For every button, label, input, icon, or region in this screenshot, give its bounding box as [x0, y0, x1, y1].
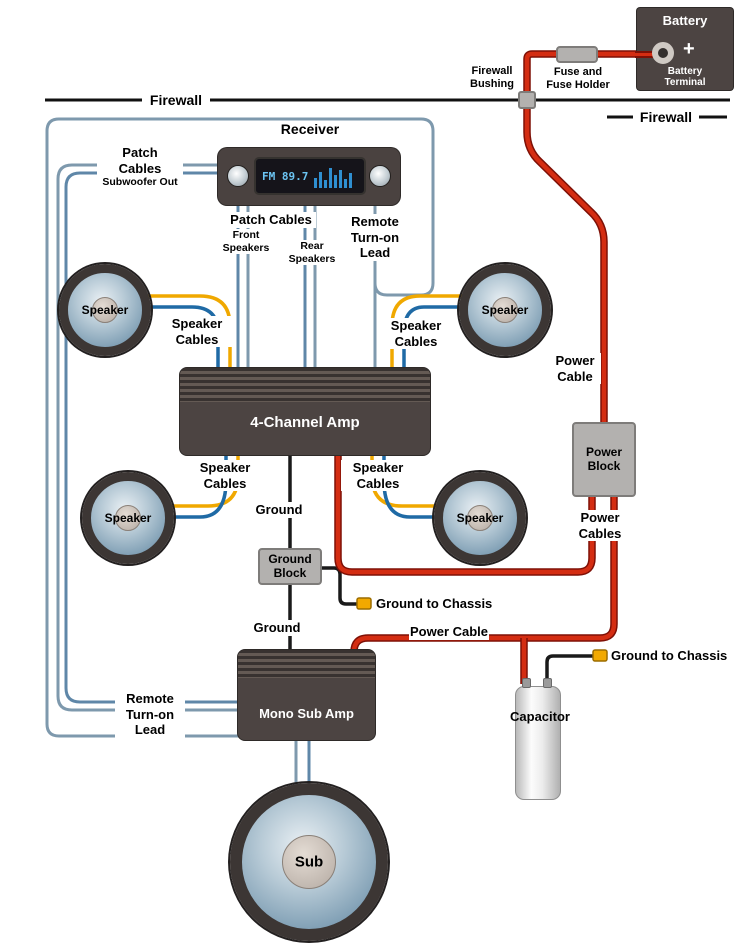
mono-sub-amp-label: Mono Sub Amp	[259, 706, 354, 721]
capacitor-terminal-icon	[543, 678, 552, 688]
firewall-label-right: Firewall	[633, 109, 699, 126]
speaker-cables-label-2: Speaker Cables	[379, 318, 453, 350]
power-cable-main	[524, 51, 652, 426]
ring-terminal-icon-2	[592, 649, 608, 662]
speaker-cables-label-4: Speaker Cables	[341, 460, 415, 492]
firewall-bushing	[518, 91, 536, 109]
mono-sub-amp: Mono Sub Amp	[238, 650, 375, 740]
speaker-dust-cap	[467, 505, 493, 531]
spectrum-bars-icon	[314, 164, 353, 188]
ground-chassis-wire-2	[545, 654, 593, 690]
battery-box: Battery + Battery Terminal	[635, 8, 733, 90]
receiver-title: Receiver	[280, 121, 340, 137]
speaker-cables-label-1: Speaker Cables	[160, 316, 234, 348]
firewall-label-left: Firewall	[142, 92, 210, 109]
receiver: FM 89.7	[218, 148, 400, 205]
speaker-label: Speaker	[81, 303, 129, 317]
power-cable-label-right: Power Cable	[549, 353, 601, 385]
ground-label-1: Ground	[251, 502, 307, 518]
subwoofer-patch-wire-2	[64, 171, 242, 704]
battery-plus-sign: +	[683, 38, 695, 60]
firewall-bushing-label: Firewall Bushing	[470, 65, 514, 91]
four-channel-amp-label: 4-Channel Amp	[250, 414, 360, 431]
speaker-dust-cap	[282, 835, 336, 889]
heatsink-fins-icon	[238, 650, 375, 678]
capacitor-label: Capacitor	[510, 709, 570, 724]
ground-to-chassis-label-1: Ground to Chassis	[376, 596, 493, 611]
speaker-front-right: Speaker	[459, 264, 551, 356]
capacitor	[515, 678, 561, 800]
ground-label-2: Ground	[249, 620, 305, 636]
battery-terminal-label: Battery Terminal	[664, 66, 706, 88]
remote-lead-label-bottom: Remote Turn-on Lead	[115, 691, 185, 738]
battery-title: Battery	[662, 13, 708, 28]
speaker-cables-label-3: Speaker Cables	[188, 460, 262, 492]
power-cables-label: Power Cables	[568, 510, 632, 542]
speaker-front-left: Speaker	[59, 264, 151, 356]
ground-block: Ground Block	[258, 548, 322, 585]
speaker-dust-cap	[115, 505, 141, 531]
subwoofer-patch-wire-1	[56, 163, 242, 712]
speaker-label: Speaker	[104, 511, 152, 525]
speaker-rear-right: Speaker	[434, 472, 526, 564]
speaker-dust-cap	[492, 297, 518, 323]
battery-cable-stub	[635, 51, 655, 58]
power-cable-label-mid: Power Cable	[409, 624, 489, 640]
heatsink-fins-icon	[180, 368, 430, 402]
tuner-knob-icon	[369, 165, 391, 187]
fuse-label: Fuse and Fuse Holder	[546, 66, 610, 92]
subwoofer: Sub	[230, 783, 388, 941]
ring-terminal-icon-1	[356, 597, 372, 610]
receiver-display: FM 89.7	[254, 157, 366, 195]
frequency-readout: FM 89.7	[262, 169, 309, 183]
subwoofer-out-label: Subwoofer Out	[102, 176, 178, 189]
fuse-holder	[556, 46, 598, 63]
power-block: Power Block	[572, 422, 636, 497]
battery-terminal-icon	[652, 42, 674, 64]
power-cable-amp	[335, 452, 595, 575]
ground-to-chassis-label-2: Ground to Chassis	[611, 648, 728, 663]
rear-speakers-label: Rear Speakers	[283, 240, 341, 266]
speaker-label: Speaker	[456, 511, 504, 525]
patch-cables-label: Patch Cables	[226, 212, 316, 228]
speaker-rear-left: Speaker	[82, 472, 174, 564]
volume-knob-icon	[227, 165, 249, 187]
subwoofer-patch-title: Patch Cables	[118, 145, 162, 176]
ground-chassis-wire-1	[320, 566, 357, 606]
capacitor-terminal-icon	[522, 678, 531, 688]
four-channel-amp: 4-Channel Amp	[180, 368, 430, 455]
sub-label: Sub	[294, 853, 324, 871]
front-speakers-label: Front Speakers	[217, 229, 275, 255]
remote-lead-label-top: Remote Turn-on Lead	[343, 214, 407, 261]
speaker-label: Speaker	[481, 303, 529, 317]
remote-turn-on-wire	[45, 117, 435, 738]
subwoofer-patch-label: Patch Cables Subwoofer Out	[97, 145, 183, 189]
speaker-dust-cap	[92, 297, 118, 323]
